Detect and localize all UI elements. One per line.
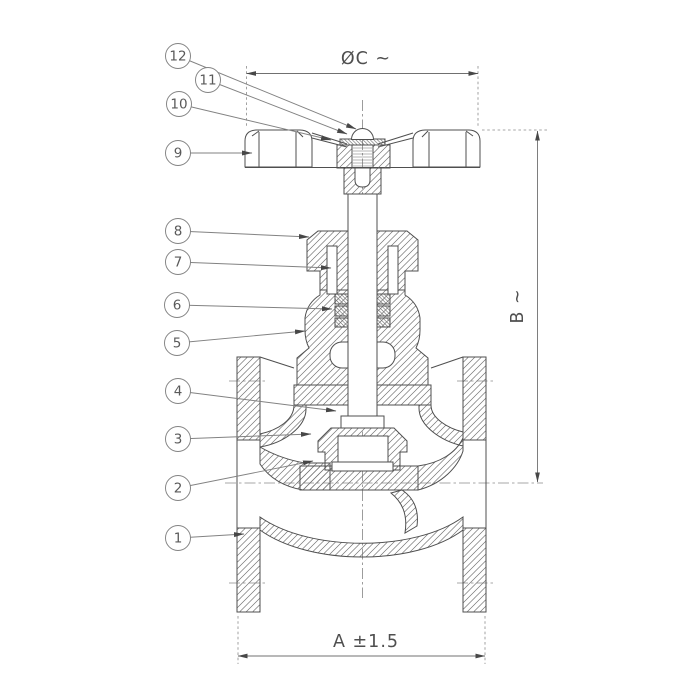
- callout-label: 8: [174, 224, 183, 240]
- gland-follower-right: [387, 245, 399, 295]
- body-partition: [389, 489, 418, 534]
- stem: [340, 194, 385, 429]
- stem-shaft: [348, 194, 377, 424]
- callout-balloon-11: 11: [195, 67, 221, 93]
- leader-3: [177, 431, 312, 440]
- rim-facets-left: [251, 130, 304, 167]
- callout-balloon-12: 12: [165, 43, 191, 69]
- right-flange-upper: [462, 356, 487, 441]
- leader-6: [176, 304, 333, 312]
- leader-7: [177, 261, 332, 271]
- dimension-label-right: B ~: [508, 288, 528, 323]
- callout-label: 2: [174, 481, 183, 497]
- leader-5: [176, 329, 306, 344]
- callout-balloon-3: 3: [165, 426, 191, 452]
- dimension-right: B ~: [482, 129, 549, 483]
- packing-ring: [376, 317, 391, 328]
- extension-lines: [246, 66, 479, 128]
- callout-label: 11: [199, 73, 216, 89]
- callout-balloon-7: 7: [165, 249, 191, 275]
- callout-label: 5: [173, 336, 182, 352]
- body-shoulder-edge: [430, 356, 464, 369]
- callout-label: 6: [173, 298, 182, 314]
- leader-11: [207, 79, 348, 135]
- body-shoulder-edge: [259, 356, 295, 369]
- packing-ring: [334, 293, 349, 305]
- stem-nut-dome: [350, 128, 375, 140]
- stem-threads: [353, 147, 372, 167]
- leader-2: [177, 460, 314, 489]
- left-flange-lower: [236, 527, 261, 613]
- dimension-label-bottom: A ±1.5: [333, 632, 399, 652]
- callout-balloon-2: 2: [165, 475, 191, 501]
- leader-lines: [176, 55, 357, 539]
- handwheel-rim-left: [244, 129, 313, 168]
- callout-balloon-5: 5: [164, 330, 190, 356]
- handwheel-rim-right: [412, 129, 481, 168]
- callout-balloon-6: 6: [164, 292, 190, 318]
- callout-label: 1: [174, 531, 183, 547]
- disc: [337, 435, 389, 463]
- packing-ring: [376, 293, 391, 305]
- callout-balloon-4: 4: [165, 378, 191, 404]
- callout-label: 4: [174, 384, 183, 400]
- right-flange-lower: [462, 527, 487, 613]
- leader-8: [177, 230, 310, 240]
- packing-ring: [376, 305, 391, 317]
- leader-10: [178, 103, 332, 141]
- seat-ring: [331, 461, 394, 472]
- callout-balloon-8: 8: [165, 218, 191, 244]
- callout-balloon-9: 9: [165, 140, 191, 166]
- hub-left: [336, 144, 353, 169]
- callout-label: 3: [174, 432, 183, 448]
- dimension-top: ØC ~: [246, 49, 479, 128]
- body-wall-left-shoulder: [259, 404, 307, 448]
- body-wall-outlet: [417, 437, 464, 491]
- stem-edges: [347, 194, 378, 424]
- callout-balloon-1: 1: [165, 525, 191, 551]
- dimension-label-top: ØC ~: [341, 49, 391, 69]
- packing-ring: [334, 305, 349, 317]
- leader-4: [177, 390, 337, 413]
- body-wall-right-shoulder: [418, 404, 464, 447]
- callout-balloon-10: 10: [166, 91, 192, 117]
- hub-right: [372, 144, 391, 169]
- callout-label: 7: [174, 255, 183, 271]
- callout-label: 9: [174, 146, 183, 162]
- stem-tip: [354, 167, 371, 188]
- rim-facets-right: [421, 130, 474, 167]
- flange-faces: [236, 357, 487, 612]
- callouts: 12 11 10 9 8 7 6 5 4: [164, 43, 357, 551]
- dimension-bottom: A ±1.5: [237, 616, 486, 664]
- packing-ring: [334, 317, 349, 328]
- stem-collar: [340, 415, 385, 429]
- body-bottom-shell: [259, 516, 464, 558]
- valve-body: [236, 356, 487, 613]
- callout-label: 10: [170, 97, 187, 113]
- callout-label: 12: [169, 49, 186, 65]
- balloons: 12 11 10 9 8 7 6 5 4: [164, 43, 221, 551]
- disc-assembly: [317, 427, 408, 472]
- gland-follower-left: [326, 245, 338, 295]
